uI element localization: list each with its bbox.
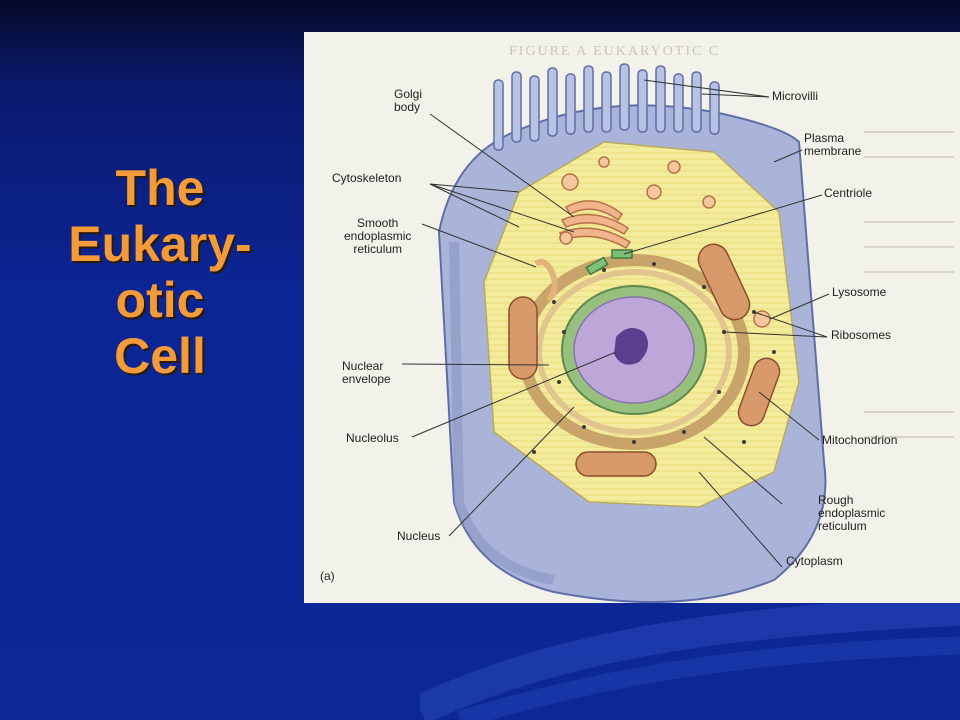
- cell-illustration: [401, 63, 954, 603]
- title-line-1: The: [115, 160, 205, 216]
- background-swoosh: [420, 600, 960, 720]
- label-cytoskeleton: Cytoskeleton: [332, 171, 402, 185]
- label-nucleus: Nucleus: [397, 529, 441, 543]
- nucleolus-shape: [614, 328, 648, 365]
- label-microvilli: Microvilli: [772, 89, 818, 103]
- title-line-3: otic: [115, 272, 205, 328]
- label-cytoplasm: Cytoplasm: [786, 554, 843, 568]
- background-heading: FIGURE A EUKARYOTIC C: [509, 44, 721, 59]
- slide-title: The Eukary- otic Cell: [40, 160, 280, 384]
- label-nucleolus: Nucleolus: [346, 431, 399, 445]
- title-line-4: Cell: [114, 328, 206, 384]
- label-mitochondrion: Mitochondrion: [822, 433, 898, 447]
- cell-diagram: FIGURE A EUKARYOTIC C: [304, 32, 960, 603]
- figure-label: (a): [320, 569, 335, 583]
- label-lysosome: Lysosome: [832, 285, 887, 299]
- label-centriole: Centriole: [824, 186, 873, 200]
- label-ribosomes: Ribosomes: [831, 328, 892, 342]
- title-line-2: Eukary-: [68, 216, 252, 272]
